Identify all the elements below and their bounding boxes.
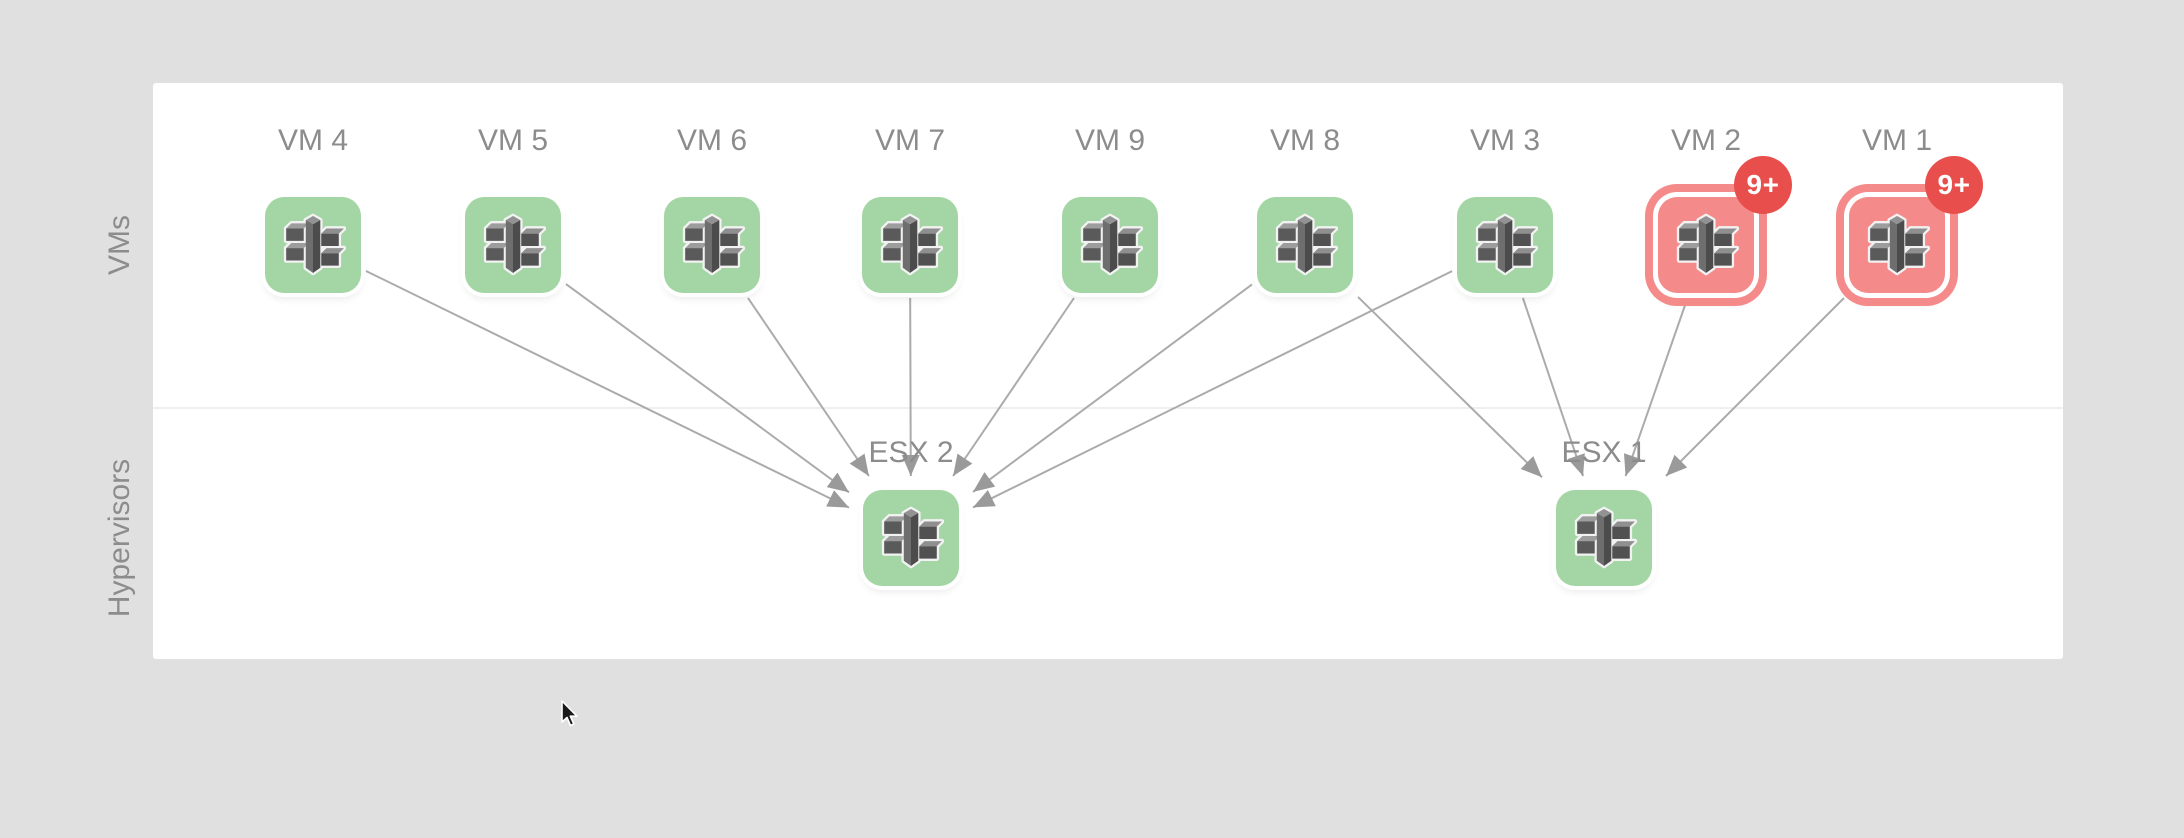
- virtual-machine-icon: [483, 213, 546, 276]
- node-label-vm6: VM 6: [676, 124, 748, 157]
- row-label-vms: VMs: [103, 215, 136, 275]
- virtual-machine-icon: [1080, 213, 1143, 276]
- row-label-hypervisors: Hypervisors: [103, 458, 136, 618]
- virtual-machine-icon: [1574, 506, 1637, 569]
- node-label-vm9: VM 9: [1074, 124, 1146, 157]
- node-label-vm1: VM 1: [1861, 124, 1933, 157]
- node-label-vm3: VM 3: [1469, 124, 1541, 157]
- problem-count-badge: 9+: [1925, 156, 1983, 214]
- node-vm9[interactable]: [1062, 197, 1158, 293]
- node-label-esx2: ESX 2: [868, 436, 954, 469]
- node-esx1[interactable]: [1556, 490, 1652, 586]
- node-vm8[interactable]: [1257, 197, 1353, 293]
- node-vm1[interactable]: 9+: [1849, 156, 1983, 293]
- node-label-vm7: VM 7: [874, 124, 946, 157]
- problem-count-badge: 9+: [1734, 156, 1792, 214]
- virtual-machine-icon: [283, 213, 346, 276]
- node-label-vm5: VM 5: [477, 124, 549, 157]
- virtual-machine-icon: [881, 506, 944, 569]
- node-vm5[interactable]: [465, 197, 561, 293]
- virtual-machine-icon: [682, 213, 745, 276]
- mouse-cursor: [560, 700, 586, 735]
- node-vm3[interactable]: [1457, 197, 1553, 293]
- node-vm4[interactable]: [265, 197, 361, 293]
- cursor-arrow-icon: [561, 700, 578, 727]
- virtual-machine-icon: [1475, 213, 1538, 276]
- node-esx2[interactable]: [863, 490, 959, 586]
- node-label-vm8: VM 8: [1269, 124, 1341, 157]
- rows-divider: [153, 407, 2063, 409]
- node-label-vm2: VM 2: [1670, 124, 1742, 157]
- node-vm2[interactable]: 9+: [1658, 156, 1792, 293]
- virtual-machine-icon: [1867, 213, 1930, 276]
- node-label-vm4: VM 4: [277, 124, 349, 157]
- virtual-machine-icon: [1275, 213, 1338, 276]
- node-label-esx1: ESX 1: [1561, 436, 1647, 469]
- virtual-machine-icon: [880, 213, 943, 276]
- node-vm7[interactable]: [862, 197, 958, 293]
- node-vm6[interactable]: [664, 197, 760, 293]
- virtual-machine-icon: [1676, 213, 1739, 276]
